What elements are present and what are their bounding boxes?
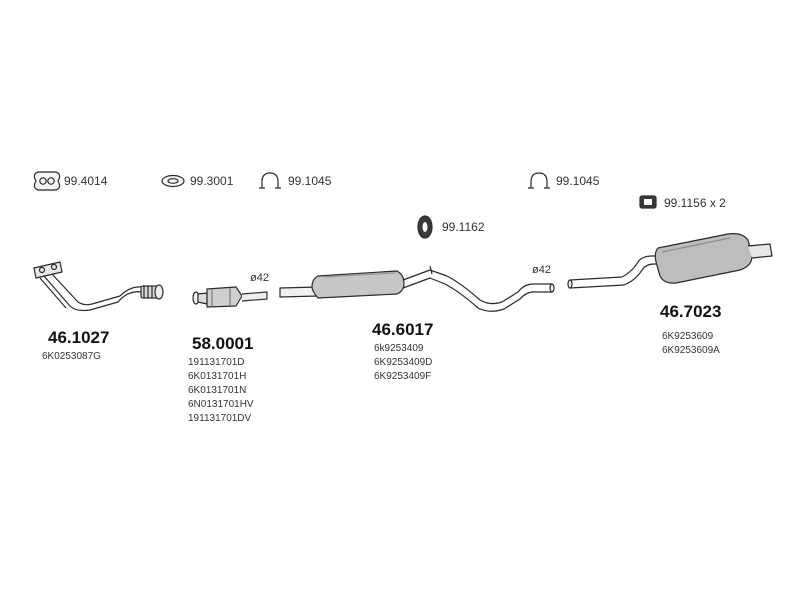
clamp-icon: [259, 172, 281, 189]
oem-number: 6K0131701N: [188, 385, 247, 396]
oem-number: 6K9253409D: [374, 357, 433, 368]
oem-list-middle-silencer: 6k9253409 6K9253409D 6K9253409F: [374, 342, 432, 384]
flange-gasket-icon: [33, 171, 61, 191]
rubber-hanger-icon: [639, 195, 657, 209]
oem-list-catalytic-converter: 191131701D 6K0131701H 6K0131701N 6N01317…: [188, 356, 254, 426]
front-pipe-drawing: [33, 261, 164, 312]
oem-list-rear-silencer: 6K9253609 6K9253609A: [662, 330, 720, 358]
oem-number: 6k9253409: [374, 343, 424, 354]
oem-number: 6K9253409F: [374, 371, 432, 382]
part-number-rear-silencer: 46.7023: [660, 302, 722, 321]
catalytic-converter-drawing: [192, 286, 268, 308]
hardware-code-99-1045: 99.1045: [288, 174, 332, 188]
clamp-icon: [528, 172, 550, 189]
diameter-label: ø42: [250, 272, 269, 284]
oem-number: 191131701D: [188, 357, 245, 368]
oem-number: 6N0131701HV: [188, 399, 254, 410]
oem-number: 6K9253609A: [662, 345, 720, 356]
hardware-code-99-1156: 99.1156 x 2: [664, 196, 726, 210]
sealing-ring-icon: [161, 174, 185, 188]
part-number-front-pipe: 46.1027: [48, 328, 110, 347]
part-number-middle-silencer: 46.6017: [372, 320, 434, 339]
oem-list-front-pipe: 6K0253087G: [42, 350, 101, 364]
diameter-label: ø42: [532, 264, 551, 276]
part-number-catalytic-converter: 58.0001: [192, 334, 254, 353]
oem-number: 6K0131701H: [188, 371, 247, 382]
hardware-code-99-1162: 99.1162: [442, 220, 485, 234]
oem-number: 6K9253609: [662, 331, 714, 342]
oem-number: 191131701DV: [188, 413, 252, 424]
hardware-code-99-3001: 99.3001: [190, 174, 234, 188]
middle-silencer-drawing: [279, 265, 555, 312]
rubber-mount-icon: [417, 215, 433, 239]
hardware-code-99-4014: 99.4014: [64, 174, 108, 188]
oem-number: 6K0253087G: [42, 351, 101, 362]
hardware-code-99-1045: 99.1045: [556, 174, 600, 188]
rear-silencer-drawing: [567, 233, 773, 289]
